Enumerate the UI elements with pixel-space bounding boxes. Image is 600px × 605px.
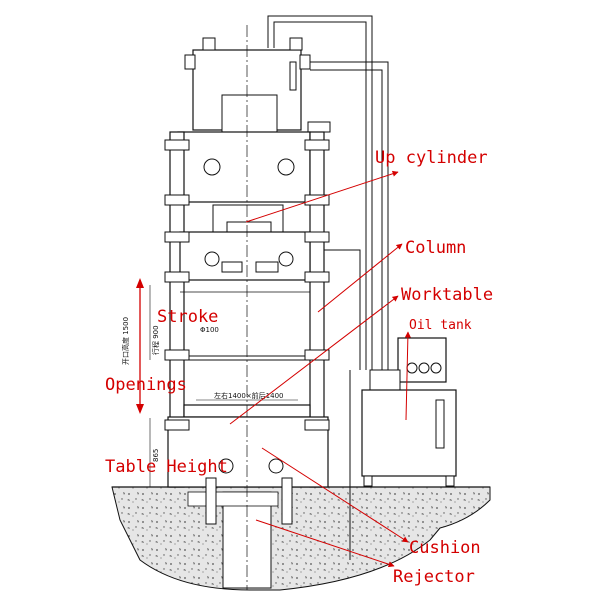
label-up-cylinder: Up cylinder (375, 148, 488, 168)
label-openings: Openings (105, 375, 187, 395)
label-worktable: Worktable (401, 285, 494, 305)
dim-table-height: 865 (152, 449, 160, 462)
pump-unit (397, 337, 447, 383)
dim-stroke: 行程 900 (151, 325, 160, 355)
label-table-height: Table Height (105, 457, 228, 477)
dim-table-size: 左右1400×前后1400 (214, 391, 284, 400)
label-cushion: Cushion (409, 538, 481, 558)
lower-base (167, 416, 329, 488)
label-column: Column (405, 238, 467, 258)
label-rejector: Rejector (393, 567, 475, 587)
label-oil-tank: Oil tank (409, 318, 472, 333)
dim-opening: 开口高度 1500 (121, 317, 130, 365)
dim-diameter: Φ100 (200, 326, 219, 334)
label-stroke: Stroke (157, 307, 219, 327)
